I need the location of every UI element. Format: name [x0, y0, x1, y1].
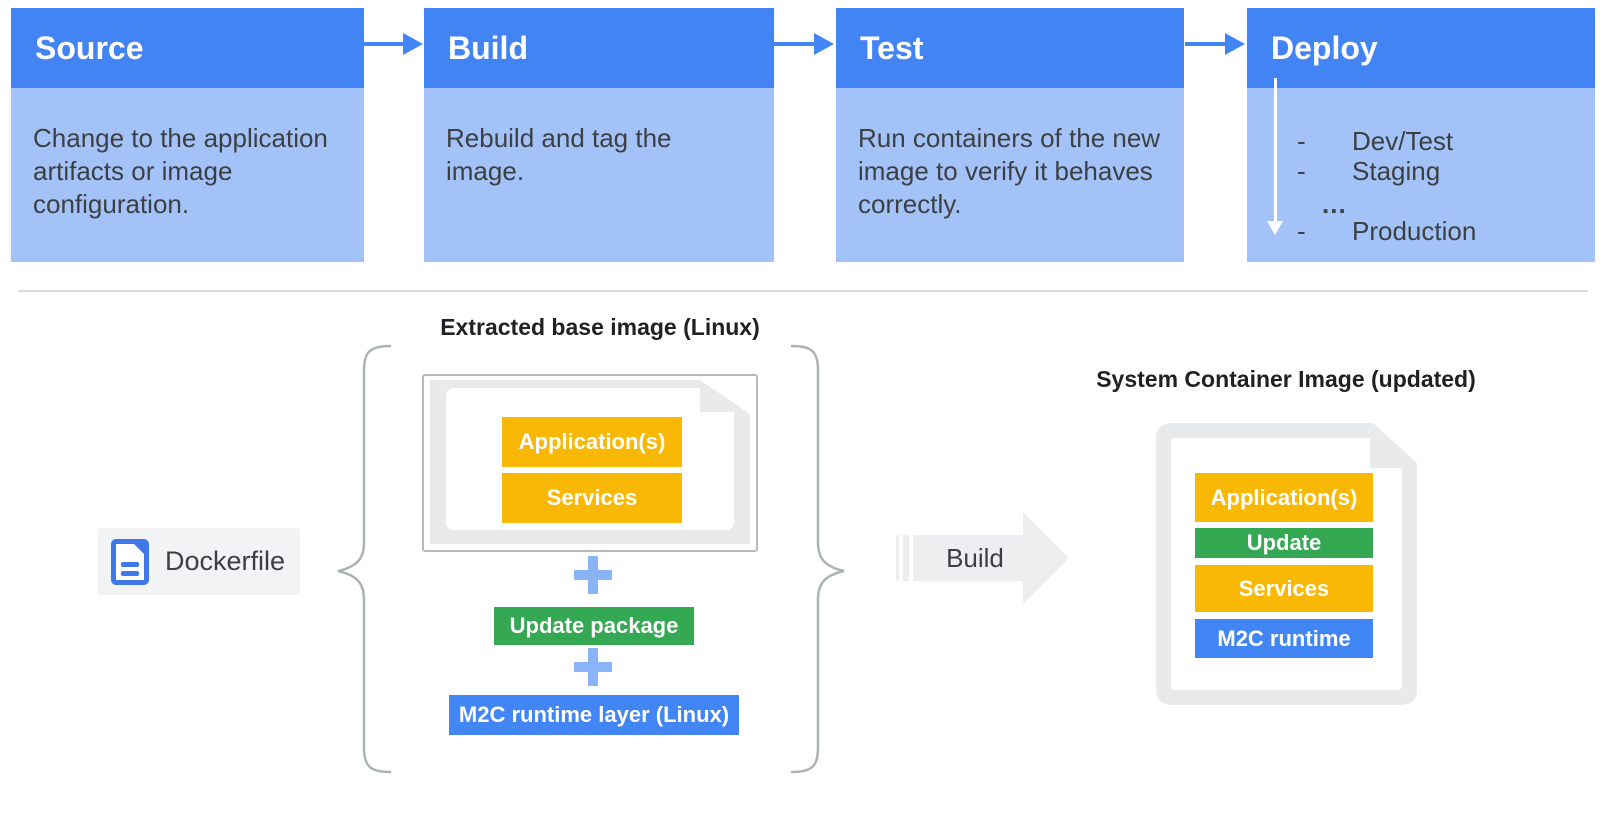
curly-brace-left-icon [337, 344, 392, 774]
dockerfile-label: Dockerfile [165, 546, 286, 576]
stage-title-test: Test [836, 8, 1184, 88]
layer-update-package: Update package [494, 607, 694, 645]
list-bullet: - [1297, 155, 1306, 186]
flow-arrow-icon [363, 33, 423, 55]
plus-icon [574, 556, 612, 594]
stage-card-source: Source Change to the application artifac… [11, 8, 364, 262]
stage-body-deploy [1247, 88, 1595, 262]
layer-update: Update [1195, 528, 1373, 558]
layer-services: Services [1195, 565, 1373, 612]
deploy-target-label: Dev/Test [1352, 125, 1454, 156]
stage-description-source: Change to the application artifacts or i… [11, 88, 364, 262]
curly-brace-right-icon [790, 344, 845, 774]
container-image-document-icon: Application(s) Update Services M2C runti… [1156, 423, 1417, 705]
base-image-document-icon: Application(s) Services [430, 380, 750, 544]
document-text-line [121, 570, 139, 576]
stage-description-test: Run containers of the new image to verif… [836, 88, 1184, 262]
deploy-target-ellipsis: ... [1297, 189, 1347, 219]
deploy-target-production: - Production [1297, 216, 1476, 246]
build-arrow-stripe [896, 535, 899, 581]
deploy-target-label: Staging [1352, 155, 1441, 186]
dockerfile-chip: Dockerfile [98, 528, 300, 595]
layer-applications: Application(s) [1195, 473, 1373, 522]
layer-m2c-runtime: M2C runtime [1195, 619, 1373, 658]
plus-icon [574, 648, 612, 686]
stage-card-build: Build Rebuild and tag the image. [424, 8, 774, 262]
flow-arrow-icon [1185, 33, 1245, 55]
deploy-target-label: ... [1322, 188, 1347, 219]
stage-card-deploy: Deploy [1247, 8, 1595, 262]
deploy-target-dev-test: - Dev/Test [1297, 126, 1453, 156]
deploy-target-label: Production [1352, 215, 1477, 246]
result-image-title: System Container Image (updated) [1096, 366, 1476, 392]
flow-arrow-icon [774, 33, 834, 55]
stage-title-source: Source [11, 8, 364, 88]
stage-title-deploy: Deploy [1247, 8, 1595, 88]
stage-title-build: Build [424, 8, 774, 88]
layer-m2c-runtime: M2C runtime layer (Linux) [449, 695, 739, 735]
list-bullet: - [1297, 125, 1306, 156]
big-right-arrow-icon [913, 512, 1069, 604]
build-step-label: Build [946, 543, 1004, 573]
layer-applications: Application(s) [502, 417, 682, 467]
list-bullet: - [1297, 215, 1306, 246]
layer-services: Services [502, 473, 682, 523]
stage-card-test: Test Run containers of the new image to … [836, 8, 1184, 262]
build-arrow-stripe [903, 535, 909, 581]
document-icon [111, 538, 149, 585]
deploy-target-staging: - Staging [1297, 156, 1440, 186]
document-text-line [121, 561, 139, 567]
base-image-title: Extracted base image (Linux) [440, 314, 760, 340]
stage-description-build: Rebuild and tag the image. [424, 88, 774, 262]
document-fold-corner [700, 380, 750, 414]
section-divider [18, 290, 1588, 292]
document-fold-corner [1373, 423, 1417, 463]
down-arrow-icon [1267, 78, 1283, 235]
